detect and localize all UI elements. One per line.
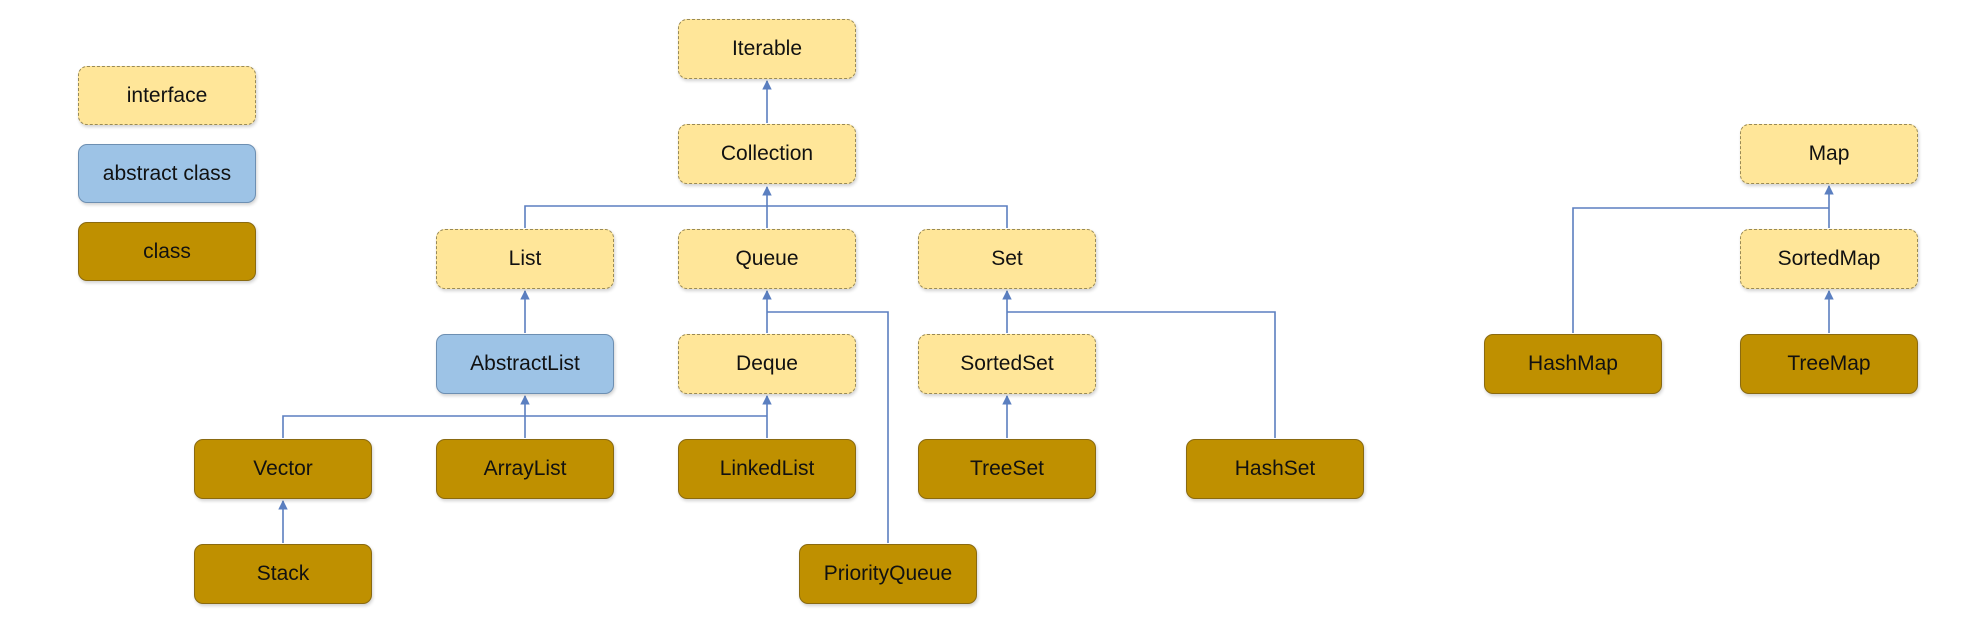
node-collection: Collection [678,124,856,184]
node-stack: Stack [194,544,372,604]
node-abstractlist: AbstractList [436,334,614,394]
node-sortedset: SortedSet [918,334,1096,394]
node-deque: Deque [678,334,856,394]
node-map: Map [1740,124,1918,184]
edge-hashset-set [1007,311,1276,438]
edge-lists-abstractlist [282,396,767,438]
legend-abstract-class: abstract class [78,144,256,203]
node-treeset: TreeSet [918,439,1096,499]
node-iterable: Iterable [678,19,856,79]
node-set: Set [918,229,1096,289]
edge-list-queue-set-collection [524,187,1008,228]
edge-priorityqueue-queue [767,311,889,543]
node-priorityqueue: PriorityQueue [799,544,977,604]
node-linkedlist: LinkedList [678,439,856,499]
node-vector: Vector [194,439,372,499]
node-list: List [436,229,614,289]
node-hashset: HashSet [1186,439,1364,499]
node-hashmap: HashMap [1484,334,1662,394]
node-sortedmap: SortedMap [1740,229,1918,289]
edge-hashmap-map [1572,207,1829,333]
node-queue: Queue [678,229,856,289]
legend-class: class [78,222,256,281]
node-treemap: TreeMap [1740,334,1918,394]
node-arraylist: ArrayList [436,439,614,499]
legend-interface: interface [78,66,256,125]
